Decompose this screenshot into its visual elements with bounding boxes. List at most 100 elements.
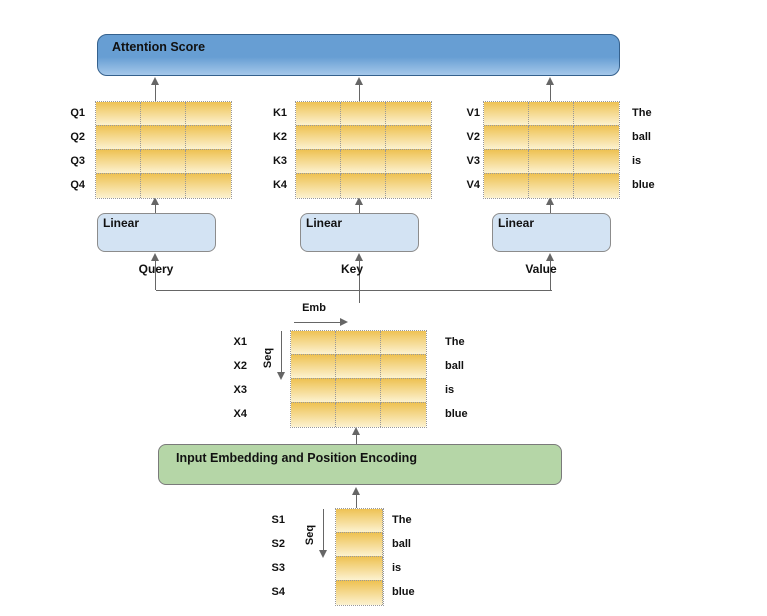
matrix-cell — [96, 102, 141, 126]
flow-line — [356, 495, 358, 508]
arrow-right-icon — [340, 318, 348, 326]
attention-score-label: Attention Score — [112, 40, 206, 54]
flow-line — [359, 290, 361, 303]
row-label-s4: S4 — [271, 586, 285, 598]
matrix-cell — [291, 379, 336, 403]
input-embedding-box: Input Embedding and Position Encoding — [158, 444, 562, 485]
row-label-k3: K3 — [272, 155, 287, 167]
linear-box-query: Linear — [97, 213, 216, 252]
word-label: The — [392, 514, 412, 526]
row-label-s1: S1 — [271, 514, 285, 526]
matrix-cell — [336, 581, 383, 605]
flow-line — [155, 261, 157, 290]
flow-line — [155, 205, 157, 213]
arrow-up-icon — [151, 197, 159, 205]
matrix-cell — [529, 126, 574, 150]
matrix-cell — [381, 403, 426, 427]
row-label-q3: Q3 — [70, 155, 85, 167]
row-label-q4: Q4 — [70, 179, 85, 191]
q-matrix — [95, 101, 232, 199]
matrix-cell — [574, 174, 619, 198]
matrix-cell — [529, 102, 574, 126]
flow-line — [550, 261, 552, 290]
arrow-up-icon — [352, 427, 360, 435]
matrix-cell — [296, 126, 341, 150]
s-seq-axis-label: Seq — [304, 524, 316, 546]
x-seq-axis-label: Seq — [262, 347, 274, 369]
row-label-x1: X1 — [233, 336, 247, 348]
row-label-x4: X4 — [233, 408, 247, 420]
s-row-labels: S1 S2 S3 S4 — [250, 508, 285, 604]
flow-line — [359, 205, 361, 213]
matrix-cell — [381, 355, 426, 379]
matrix-cell — [341, 126, 386, 150]
v-row-labels: V1 V2 V3 V4 — [445, 101, 480, 197]
arrow-up-icon — [355, 77, 363, 85]
matrix-cell — [186, 102, 231, 126]
matrix-cell — [141, 174, 186, 198]
word-label: ball — [445, 360, 464, 372]
v-matrix — [483, 101, 620, 199]
arrow-up-icon — [355, 253, 363, 261]
row-label-s3: S3 — [271, 562, 285, 574]
k-matrix — [295, 101, 432, 199]
matrix-cell — [341, 102, 386, 126]
arrow-up-icon — [352, 487, 360, 495]
value-label: Value — [525, 262, 557, 276]
row-label-s2: S2 — [271, 538, 285, 550]
x-word-labels: The ball is blue — [445, 330, 480, 426]
flow-line — [550, 85, 552, 101]
emb-axis-label: Emb — [302, 302, 326, 314]
matrix-cell — [484, 126, 529, 150]
row-label-x3: X3 — [233, 384, 247, 396]
matrix-cell — [529, 150, 574, 174]
row-label-v3: V3 — [466, 155, 480, 167]
word-label: ball — [632, 131, 651, 143]
matrix-cell — [484, 150, 529, 174]
matrix-cell — [381, 379, 426, 403]
flow-line — [359, 261, 361, 290]
matrix-cell — [186, 126, 231, 150]
matrix-cell — [336, 557, 383, 581]
row-label-v1: V1 — [466, 107, 480, 119]
matrix-cell — [341, 150, 386, 174]
matrix-cell — [96, 150, 141, 174]
linear-label: Linear — [306, 216, 343, 230]
matrix-cell — [574, 126, 619, 150]
linear-box-key: Linear — [300, 213, 419, 252]
row-label-v2: V2 — [466, 131, 480, 143]
matrix-cell — [336, 355, 381, 379]
flow-line — [550, 205, 552, 213]
matrix-cell — [141, 126, 186, 150]
key-label: Key — [340, 262, 363, 276]
arrow-up-icon — [151, 77, 159, 85]
x-row-labels: X1 X2 X3 X4 — [212, 330, 247, 426]
word-label: is — [392, 562, 402, 574]
word-label: ball — [392, 538, 411, 550]
matrix-cell — [529, 174, 574, 198]
s-word-labels: The ball is blue — [392, 508, 427, 604]
matrix-cell — [336, 533, 383, 557]
matrix-cell — [336, 509, 383, 533]
matrix-cell — [336, 331, 381, 355]
matrix-cell — [574, 102, 619, 126]
matrix-cell — [484, 102, 529, 126]
arrow-up-icon — [546, 77, 554, 85]
matrix-cell — [296, 102, 341, 126]
matrix-cell — [141, 102, 186, 126]
matrix-cell — [336, 379, 381, 403]
matrix-cell — [296, 174, 341, 198]
seq-axis-line — [323, 509, 325, 550]
matrix-cell — [96, 126, 141, 150]
matrix-cell — [386, 102, 431, 126]
matrix-cell — [291, 331, 336, 355]
row-label-k4: K4 — [272, 179, 287, 191]
flow-line — [359, 85, 361, 101]
branch-connector-line — [156, 290, 552, 292]
matrix-cell — [141, 150, 186, 174]
matrix-cell — [336, 403, 381, 427]
word-label: is — [632, 155, 642, 167]
row-label-k1: K1 — [272, 107, 287, 119]
attention-score-box: Attention Score — [97, 34, 620, 76]
